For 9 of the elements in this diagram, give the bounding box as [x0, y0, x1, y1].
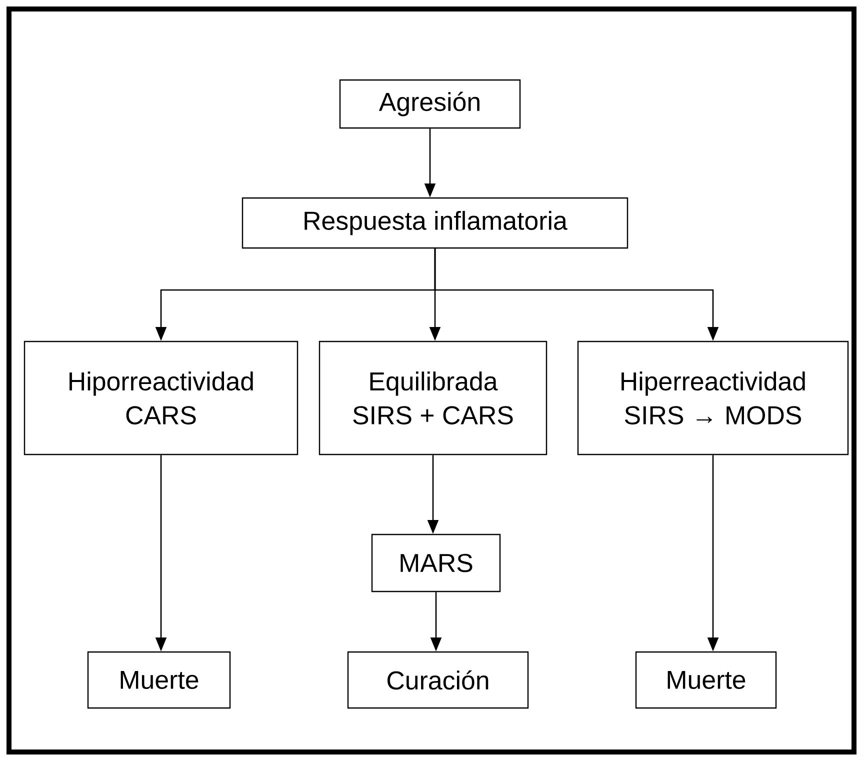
process-box: Curación [347, 651, 529, 709]
process-box: Agresión [339, 79, 521, 129]
process-box: MARS [371, 534, 501, 592]
process-box: Equilibrada SIRS + CARS [318, 340, 548, 456]
process-box: Hiperreactividad SIRS → MODS [577, 340, 849, 456]
process-box: Respuesta inflamatoria [242, 197, 628, 249]
process-box: Muerte [87, 651, 231, 709]
process-box: Muerte [635, 651, 777, 709]
process-box: Hiporreactividad CARS [24, 340, 298, 456]
